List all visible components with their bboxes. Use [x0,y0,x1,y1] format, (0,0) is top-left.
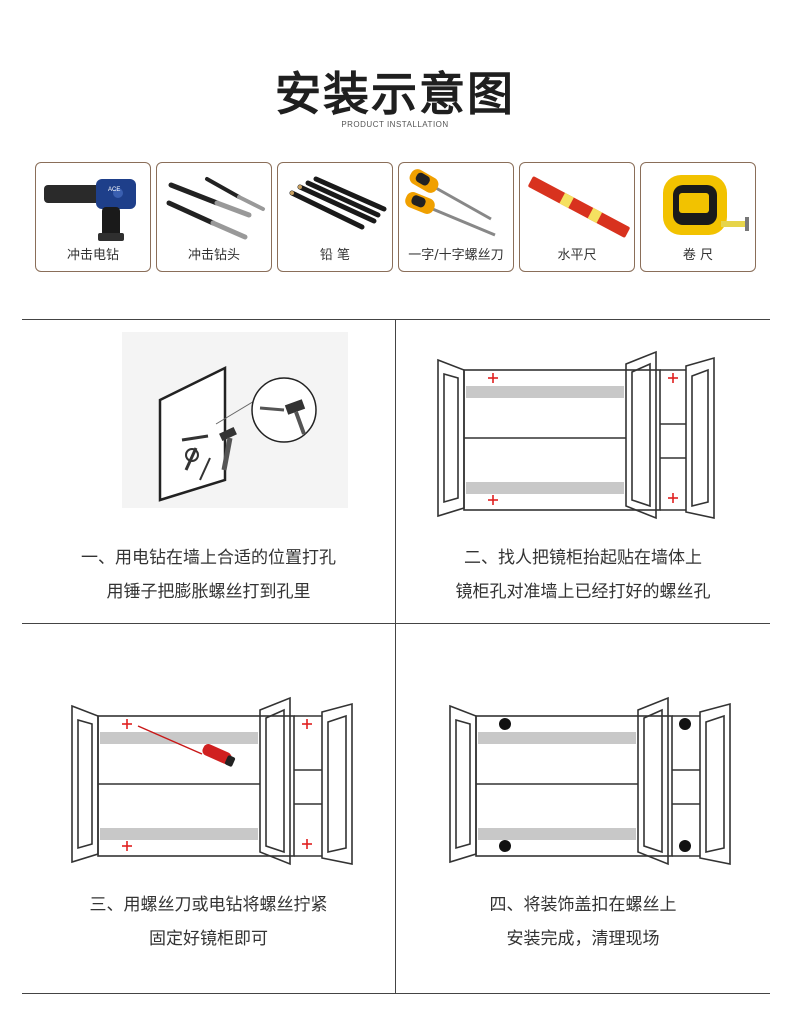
tool-label: 冲击电钻 [66,248,119,263]
screwdriver-icon [137,725,236,767]
grid-middle-line [22,623,770,624]
tool-card-screwdrivers: 一字/十字螺丝刀 [398,162,514,272]
tool-card-spirit-level: 水平尺 [519,162,635,272]
tool-card-pencils: 铅 笔 [277,162,393,272]
tool-card-tape-measure: 卷 尺 [640,162,756,272]
hammer-icon [219,426,237,471]
tool-label: 卷 尺 [682,248,714,263]
screw-cover-caps [499,718,691,852]
step3-line2: 固定好镜柜即可 [149,929,268,949]
page-title: 安装示意图 [275,67,515,121]
grid-bottom-line [22,993,770,994]
spirit-level-icon [528,176,630,238]
drill-brand-label: ACE [108,187,120,193]
screwdrivers-icon [405,169,496,237]
step1-line1: 一、用电钻在墙上合适的位置打孔 [81,548,336,568]
pencils-icon [289,176,387,230]
grid-vertical-line [395,319,396,994]
step2-caption: 二、找人把镜柜抬起贴在墙体上 镜柜孔对准墙上已经打好的螺丝孔 [396,545,770,605]
hand-drill-icon [181,434,211,481]
tape-measure-icon [663,175,749,235]
step4-caption: 四、将装饰盖扣在螺丝上 安装完成，清理现场 [396,892,770,952]
step1-caption: 一、用电钻在墙上合适的位置打孔 用锤子把膨胀螺丝打到孔里 [22,545,395,605]
step1-line2: 用锤子把膨胀螺丝打到孔里 [106,582,311,602]
step2-cabinet-illustration [437,350,715,520]
drill-hole-marks [488,373,678,505]
tool-label: 一字/十字螺丝刀 [408,248,504,263]
tool-label: 铅 笔 [319,248,351,263]
step3-line1: 三、用螺丝刀或电钻将螺丝拧紧 [89,895,328,915]
step3-caption: 三、用螺丝刀或电钻将螺丝拧紧 固定好镜柜即可 [22,892,395,952]
step2-line2: 镜柜孔对准墙上已经打好的螺丝孔 [455,582,711,602]
impact-drill-icon: ACE [44,179,136,241]
step2-line1: 二、找人把镜柜抬起贴在墙体上 [464,548,702,568]
page-subtitle: PRODUCT INSTALLATION [341,120,449,129]
step1-illustration [122,332,348,508]
drill-bits-icon [166,177,265,240]
grid-top-line [22,319,770,320]
step4-line1: 四、将装饰盖扣在螺丝上 [489,895,677,915]
tool-card-drill-bits: 冲击钻头 [156,162,272,272]
tool-label: 水平尺 [557,248,597,263]
step4-line2: 安装完成，清理现场 [506,929,660,949]
tool-label: 冲击钻头 [187,248,240,263]
step3-cabinet-illustration [71,696,353,866]
tool-card-impact-drill: ACE 冲击电钻 [35,162,151,272]
step4-cabinet-illustration [449,696,731,866]
